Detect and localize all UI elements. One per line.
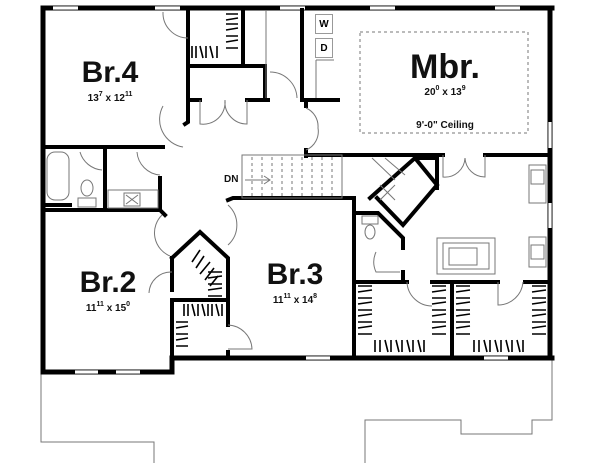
dryer-icon: D	[315, 38, 333, 58]
doors	[79, 11, 524, 350]
room-br2: Br.2 1111 x 150	[58, 268, 158, 314]
windows	[53, 6, 552, 374]
stair-direction-label: DN	[224, 174, 239, 185]
dryer-label: D	[320, 42, 328, 54]
room-name: Br.4	[81, 56, 139, 89]
room-br3: Br.3 1111 x 148	[245, 260, 345, 306]
room-dimensions: 1111 x 150	[85, 301, 131, 314]
room-name: Mbr.	[410, 48, 480, 86]
ceiling-outline	[359, 31, 529, 134]
room-dimensions: 1111 x 148	[272, 293, 318, 306]
room-dimensions: 137 x 1211	[87, 91, 133, 104]
washer-icon: W	[315, 14, 333, 34]
room-dimensions: 200 x 139	[424, 85, 466, 98]
room-name: Br.3	[266, 258, 324, 291]
washer-label: W	[319, 18, 329, 30]
ceiling-note: 9'-0" Ceiling	[416, 120, 474, 131]
room-name: Br.2	[79, 266, 137, 299]
closet-rods	[175, 13, 547, 353]
roof-outline	[40, 358, 553, 463]
room-br4: Br.4 137 x 1211	[60, 58, 160, 104]
stairs	[241, 154, 406, 199]
fixtures	[46, 59, 547, 275]
interior-walls	[41, 8, 552, 360]
room-mbr: Mbr. 200 x 139	[390, 50, 500, 98]
